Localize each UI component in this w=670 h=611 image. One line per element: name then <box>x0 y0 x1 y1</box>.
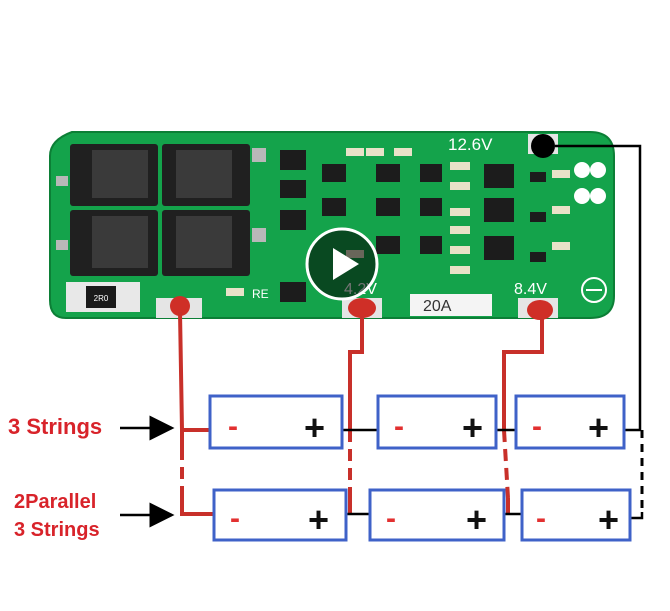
minus-sign: - <box>386 502 396 535</box>
label-3-strings: 3 Strings <box>8 414 102 439</box>
connection-dot-3 <box>527 300 553 320</box>
battery-cell <box>514 394 626 450</box>
minus-sign: - <box>394 410 404 443</box>
label-3-strings-2: 3 Strings <box>14 519 100 541</box>
connection-dot-1 <box>170 296 190 316</box>
cell-row-series: - + - + - + <box>208 394 626 450</box>
resistor-code: 2R0 <box>94 294 109 303</box>
battery-cell <box>520 488 632 542</box>
plus-sign: + <box>588 407 609 448</box>
play-button-icon[interactable] <box>305 227 379 301</box>
plus-sign: + <box>466 499 487 540</box>
minus-sign: - <box>532 410 542 443</box>
plus-sign: + <box>462 407 483 448</box>
voltage-label-12v: 12.6V <box>448 135 493 154</box>
minus-sign: - <box>230 502 240 535</box>
battery-cell <box>208 394 344 450</box>
re-marker: RE <box>252 287 269 301</box>
minus-sign: - <box>228 410 238 443</box>
connection-dot-2 <box>348 298 376 318</box>
battery-cell <box>212 488 348 542</box>
mosfet-group <box>56 144 266 276</box>
current-rating-label: 20A <box>423 298 452 315</box>
connection-dot-12v <box>531 134 555 158</box>
plus-sign: + <box>304 407 325 448</box>
battery-cell <box>376 394 498 450</box>
pcb-board: 2R0 <box>49 131 615 319</box>
battery-cell <box>368 488 506 542</box>
minus-sign: - <box>536 502 546 535</box>
voltage-label-8v: 8.4V <box>514 281 547 298</box>
plus-sign: + <box>598 499 619 540</box>
smd-components <box>280 150 546 302</box>
plus-sign: + <box>308 499 329 540</box>
label-2parallel: 2Parallel <box>14 491 96 513</box>
cell-row-parallel: - + - + - + <box>212 488 632 542</box>
red-wires <box>178 311 544 516</box>
black-wires <box>342 144 644 520</box>
